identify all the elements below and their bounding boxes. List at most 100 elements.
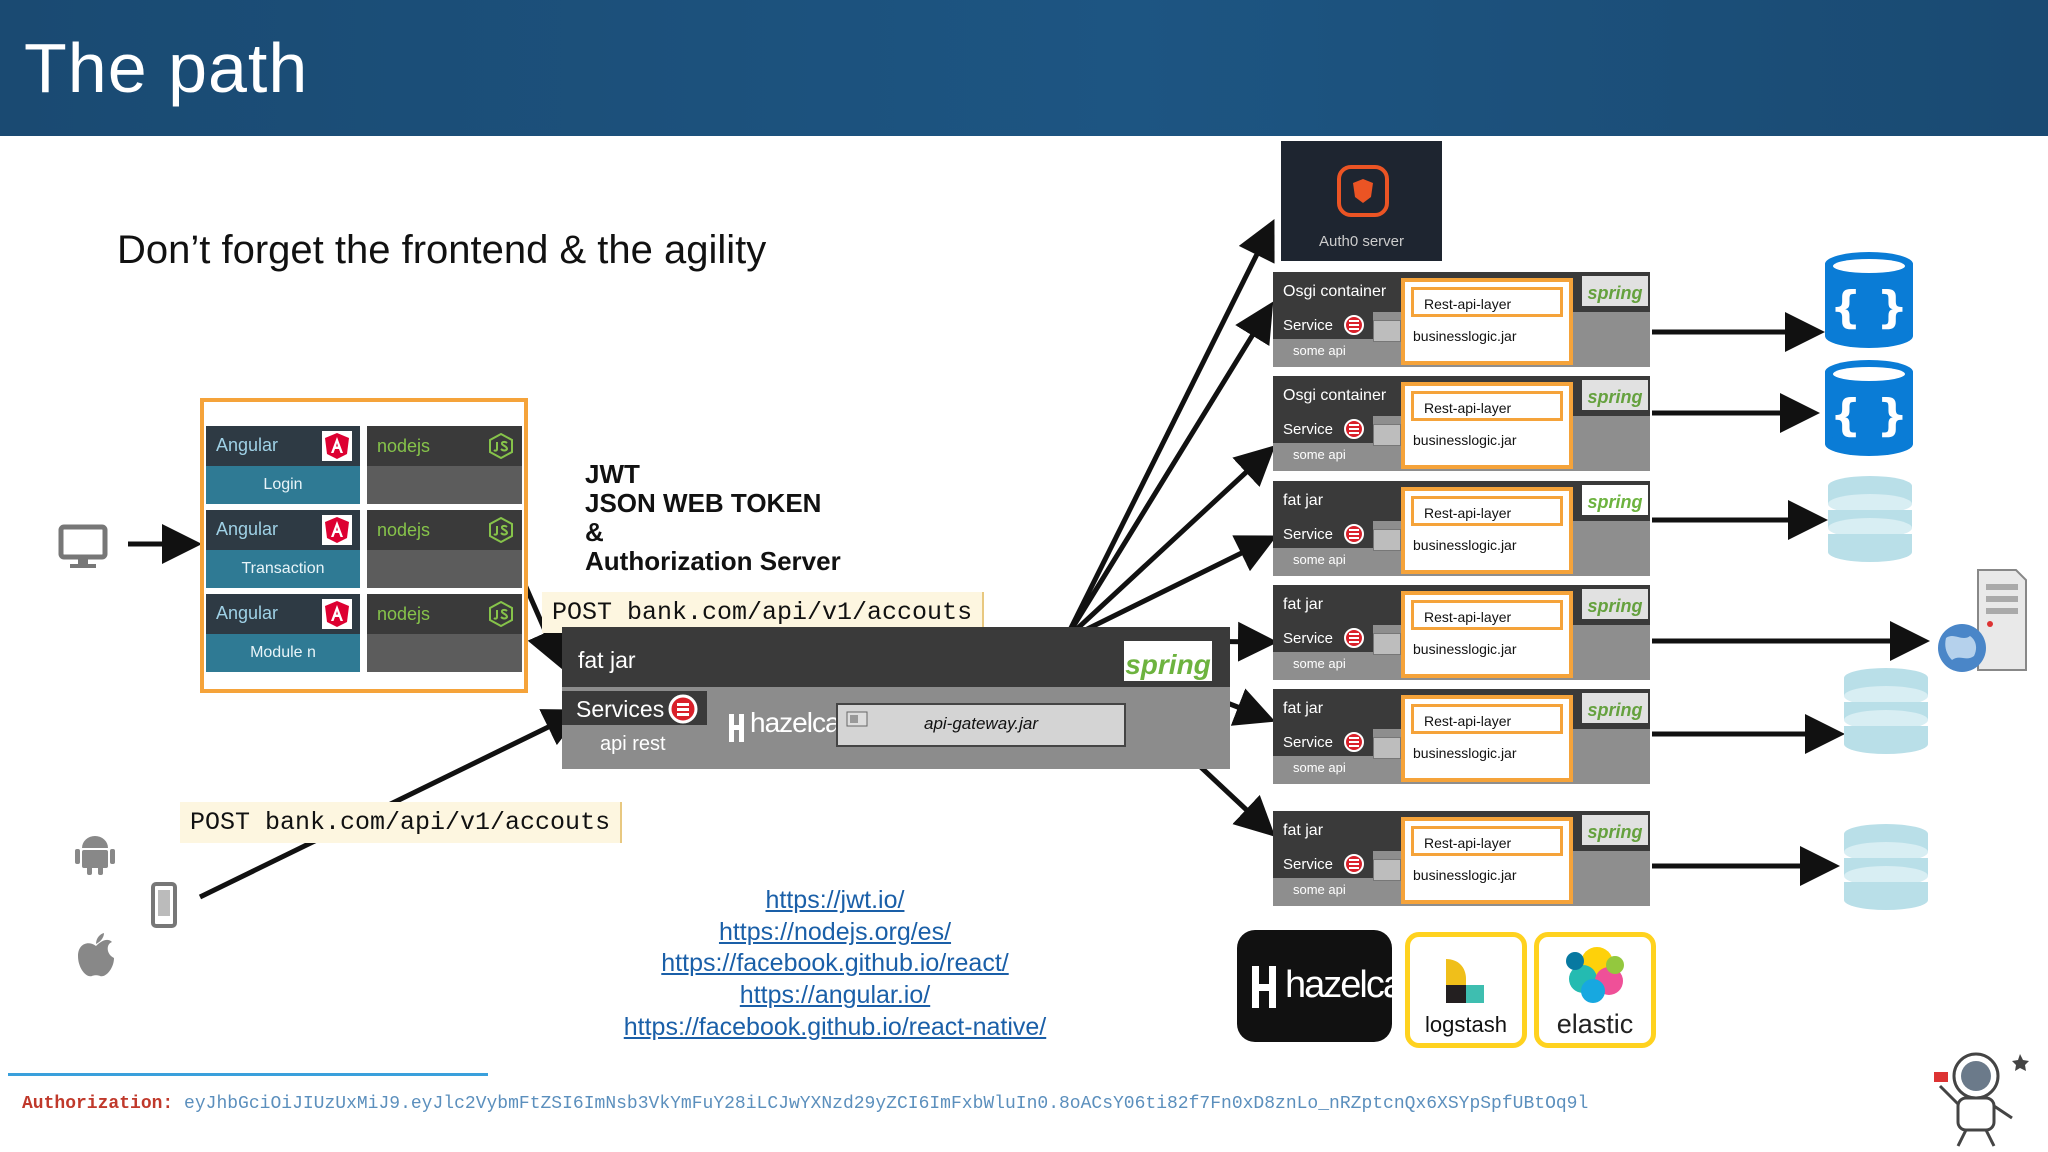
authorization-header: Authorization: eyJhbGciOiJIUzUxMiJ9.eyJl… [22,1094,1912,1114]
gateway-api-rest-label: api rest [600,733,666,755]
some-api-label: some api [1293,882,1346,897]
some-api-label: some api [1293,447,1346,462]
jwt-label: JWT JSON WEB TOKEN & Authorization Serve… [585,459,841,576]
some-api-label: some api [1293,343,1346,358]
service-icon [1344,315,1364,335]
logstash-label: logstash [1425,1012,1507,1037]
angular-module-transaction[interactable]: Angular [206,510,360,550]
jar-icon [1373,737,1401,759]
nodejs-backend-3[interactable]: nodejs [367,594,522,634]
arrow-gateway-to-auth0 [1062,219,1275,642]
arrow-gateway-to-svc2 [1063,445,1276,642]
container-label: fat jar [1283,596,1324,613]
hazelcast-icon [1252,966,1276,1008]
database-icon [1844,668,1928,754]
angular-icon [322,599,352,629]
service-icon [1344,732,1364,752]
android-icon [75,836,115,875]
nodejs-icon [489,601,513,627]
framework-label: Angular [216,435,279,455]
post-request-label-top: POST bank.com/api/v1/accouts [542,592,985,633]
rest-api-layer: Rest-api-layer [1411,826,1563,856]
angular-icon [322,431,352,461]
some-api-label: some api [1293,552,1346,567]
service-icon [668,694,698,724]
business-jar-box: Rest-api-layer businesslogic.jar [1401,278,1573,365]
some-api-label: some api [1293,760,1346,775]
slide-subtitle: Don’t forget the frontend & the agility [117,228,767,272]
service-row-6[interactable]: fat jar Service some api Rest-api-layer … [1273,811,1650,906]
rest-api-layer: Rest-api-layer [1411,391,1563,421]
nodejs-backend-1-body [367,466,522,504]
elastic-icon [1566,947,1624,1003]
arrow-gateway-to-svc1 [1062,301,1274,642]
framework-label: Angular [216,603,279,623]
api-gateway-jar[interactable]: api-gateway.jar [836,703,1126,747]
business-jar-box: Rest-api-layer businesslogic.jar [1401,817,1573,904]
spring-logo: spring [1582,589,1648,619]
nodejs-icon [489,433,513,459]
module-label-n: Module n [206,634,360,672]
authorization-token: eyJhbGciOiJIUzUxMiJ9.eyJlc2VybmFtZSI6ImN… [184,1094,1589,1114]
rest-api-layer: Rest-api-layer [1411,704,1563,734]
businesslogic-jar-label: businesslogic.jar [1413,641,1517,657]
business-jar-box: Rest-api-layer businesslogic.jar [1401,591,1573,678]
jar-icon [1373,633,1401,655]
link-nodejs[interactable]: https://nodejs.org/es/ [718,918,952,946]
desktop-icon [58,524,108,568]
rest-api-layer: Rest-api-layer [1411,287,1563,317]
jar-icon [846,711,868,727]
service-row-1[interactable]: Osgi container Service some api Rest-api… [1273,272,1650,367]
some-api-label: some api [1293,656,1346,671]
service-label: Service [1283,526,1334,543]
nodejs-backend-2[interactable]: nodejs [367,510,522,550]
nodejs-backend-1[interactable]: nodejs [367,426,522,466]
module-label-transaction: Transaction [206,550,360,588]
rest-api-layer: Rest-api-layer [1411,496,1563,526]
service-row-4[interactable]: fat jar Service some api Rest-api-layer … [1273,585,1650,680]
database-icon [1828,476,1912,562]
angular-module-n[interactable]: Angular [206,594,360,634]
service-label: Service [1283,734,1334,751]
auth0-shield-icon [1337,165,1389,217]
gateway-header [562,627,1230,687]
nodejs-backend-3-body [367,634,522,672]
gateway-services-label: Services [576,696,665,722]
service-icon [1344,524,1364,544]
nodejs-icon [489,517,513,543]
json-db-icon: { } [1825,252,1913,348]
angular-module-login[interactable]: Angular [206,426,360,466]
container-label: fat jar [1283,492,1324,509]
service-row-3[interactable]: fat jar Service some api Rest-api-layer … [1273,481,1650,576]
svg-text:{ }: { } [1830,282,1908,333]
spring-logo: spring [1582,276,1648,306]
service-icon [1344,628,1364,648]
service-label: Service [1283,856,1334,873]
logstash-logo: logstash [1405,932,1527,1048]
link-angular[interactable]: https://angular.io/ [739,981,931,1009]
service-label: Service [1283,317,1334,334]
slide-header [0,0,2048,136]
arrow-gateway-to-svc3 [1063,535,1277,643]
link-jwt[interactable]: https://jwt.io/ [765,886,905,914]
logstash-icon [1446,959,1484,1003]
nodejs-backend-2-body [367,550,522,588]
json-db-icon: { } [1825,360,1913,456]
footer-divider [8,1073,488,1076]
auth0-server[interactable]: Auth0 server [1281,141,1442,261]
hazelcast-icon [729,714,744,742]
link-react-native[interactable]: https://facebook.github.io/react-native/ [623,1013,1047,1041]
business-jar-box: Rest-api-layer businesslogic.jar [1401,695,1573,782]
elastic-logo: elastic [1534,932,1656,1048]
link-react[interactable]: https://facebook.github.io/react/ [661,949,1009,977]
rest-api-layer: Rest-api-layer [1411,600,1563,630]
post-request-label-bottom: POST bank.com/api/v1/accouts [180,802,623,843]
service-row-5[interactable]: fat jar Service some api Rest-api-layer … [1273,689,1650,784]
authorization-key: Authorization: [22,1094,174,1114]
container-label: Osgi container [1283,283,1387,300]
backend-label: nodejs [377,604,431,624]
service-row-2[interactable]: Osgi container Service some api Rest-api… [1273,376,1650,471]
framework-label: Angular [216,519,279,539]
module-label-login: Login [206,466,360,504]
spring-logo: spring [1582,693,1648,723]
